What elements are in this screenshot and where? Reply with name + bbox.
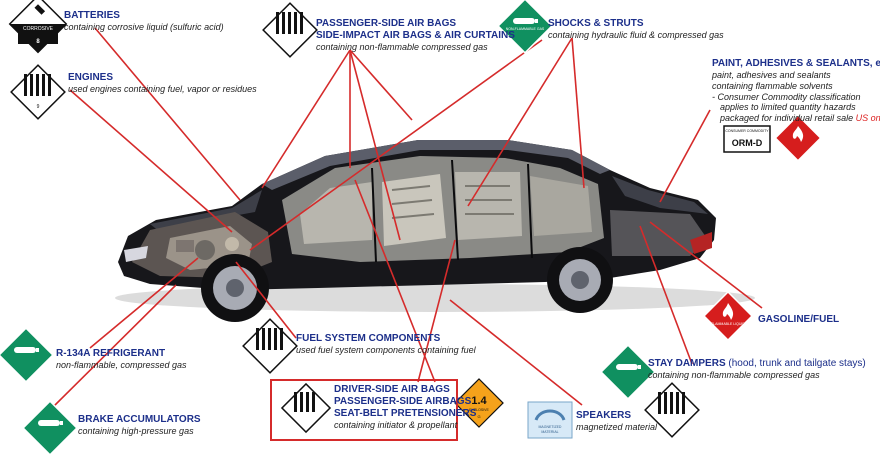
brake-title: BRAKE ACCUMULATORS — [78, 414, 201, 425]
driver-airbags-title-3: SEAT-BELT PRETENSIONERS — [334, 408, 477, 419]
passenger-airbags-title-1: PASSENGER-SIDE AIR BAGS — [316, 18, 457, 29]
callout-driver-airbags: DRIVER-SIDE AIR BAGS PASSENGER-SIDE AIRB… — [334, 384, 476, 431]
class-9-placard-icon-driver-airbags — [280, 382, 332, 434]
callout-engines: ENGINES used engines containing fuel, va… — [68, 72, 257, 95]
paint-us-only: US only — [855, 113, 880, 124]
brake-desc: containing high-pressure gas — [78, 426, 194, 436]
magnet-label-1: MAGNETIZED — [539, 425, 562, 429]
class-9-placard-icon-airbags — [262, 2, 318, 58]
passenger-airbags-desc: containing non-flammable compressed gas — [316, 42, 488, 52]
callout-shocks: SHOCKS & STRUTS containing hydraulic flu… — [548, 18, 724, 41]
engines-desc: used engines containing fuel, vapor or r… — [68, 84, 257, 94]
orm-d-header-text: CONSUMER COMMODITY — [725, 129, 769, 133]
nonflammable-gas-text: NON-FLAMMABLE GAS — [506, 27, 545, 31]
callout-paint: PAINT, ADHESIVES & SEALANTS, etc. paint,… — [712, 58, 880, 124]
class-8-number: 8 — [36, 39, 40, 45]
explosive-group: G — [477, 414, 480, 419]
fuel-system-title: FUEL SYSTEM COMPONENTS — [296, 333, 441, 344]
nonflammable-gas-placard-icon-refrigerant — [0, 327, 54, 383]
explosive-text: EXPLOSIVE — [469, 408, 489, 412]
paint-desc-2: containing flammable solvents — [712, 80, 833, 91]
class-9-number: 9 — [37, 104, 40, 110]
fuel-system-desc: used fuel system components containing f… — [296, 345, 476, 355]
paint-desc-4: applies to limited quantity hazards — [720, 102, 856, 113]
paint-desc-5-row: packaged for individual retail sale US o… — [712, 113, 880, 124]
callout-batteries: BATTERIES containing corrosive liquid (s… — [64, 10, 224, 33]
class-9-placard-icon-fuel-system — [242, 318, 298, 374]
paint-title: PAINT, ADHESIVES & SEALANTS, etc. — [712, 58, 880, 69]
refrigerant-desc: non-flammable, compressed gas — [56, 360, 187, 370]
magnetized-material-label-icon — [527, 401, 573, 439]
speakers-title: SPEAKERS — [576, 410, 632, 421]
flammable-liquid-placard-icon-paint — [774, 114, 822, 162]
stay-dampers-title-row: STAY DAMPERS (hood, trunk and tailgate s… — [648, 358, 866, 370]
explosive-number: 1.4 — [471, 395, 487, 407]
speakers-desc: magnetized material — [576, 422, 658, 432]
batteries-title: BATTERIES — [64, 10, 120, 21]
highlight-box-driver-airbags — [270, 379, 458, 441]
shocks-desc: containing hydraulic fluid & compressed … — [548, 30, 724, 40]
driver-airbags-title-1: DRIVER-SIDE AIR BAGS — [334, 384, 450, 395]
callout-refrigerant: R-134A REFRIGERANT non-flammable, compre… — [56, 348, 187, 371]
engines-title: ENGINES — [68, 72, 114, 83]
orm-d-label-icon — [723, 125, 771, 153]
shocks-title: SHOCKS & STRUTS — [548, 18, 644, 29]
callout-passenger-airbags: PASSENGER-SIDE AIR BAGS SIDE-IMPACT AIR … — [316, 18, 515, 53]
stay-dampers-desc: containing non-flammable compressed gas — [648, 370, 820, 380]
gasoline-title: GASOLINE/FUEL — [758, 314, 840, 325]
callout-fuel-system: FUEL SYSTEM COMPONENTS used fuel system … — [296, 333, 476, 356]
callout-speakers: SPEAKERS magnetized material — [576, 410, 657, 433]
corrosive-placard-text: CORROSIVE — [23, 26, 54, 32]
callout-stay-dampers: STAY DAMPERS (hood, trunk and tailgate s… — [648, 358, 866, 381]
batteries-desc: containing corrosive liquid (sulfuric ac… — [64, 22, 224, 32]
callout-gasoline: GASOLINE/FUEL — [758, 314, 839, 326]
stay-dampers-title: STAY DAMPERS — [648, 358, 726, 369]
nonflammable-gas-placard-icon-brake — [22, 400, 78, 455]
magnet-label-2: MATERIAL — [541, 430, 558, 434]
class-9-placard-icon-engines — [10, 64, 66, 120]
explosive-1-4-placard-icon — [454, 378, 504, 428]
corrosive-placard-icon — [8, 0, 68, 54]
class-9-placard-icon-speakers — [644, 382, 700, 438]
nonflammable-gas-placard-icon-shocks — [497, 0, 553, 54]
flammable-liquid-text: FLAMMABLE LIQUID — [711, 322, 745, 326]
driver-airbags-desc: containing initiator & propellant — [334, 420, 458, 430]
paint-desc-5: packaged for individual retail sale — [720, 113, 854, 124]
leader-lines — [49, 27, 763, 411]
passenger-airbags-title-2: SIDE-IMPACT AIR BAGS & AIR CURTAINS — [316, 30, 515, 41]
stay-dampers-suffix: (hood, trunk and tailgate stays) — [728, 358, 866, 369]
paint-desc-3: - Consumer Commodity classification — [712, 91, 861, 102]
flammable-liquid-placard-icon-gasoline — [702, 290, 754, 342]
callout-brake: BRAKE ACCUMULATORS containing high-press… — [78, 414, 201, 437]
refrigerant-title: R-134A REFRIGERANT — [56, 348, 166, 359]
car-cutaway-illustration — [115, 140, 755, 322]
driver-airbags-title-2: PASSENGER-SIDE AIRBAGS — [334, 396, 472, 407]
nonflammable-gas-placard-icon-stay-dampers — [600, 344, 656, 400]
orm-d-text: ORM-D — [732, 138, 763, 148]
paint-desc-1: paint, adhesives and sealants — [712, 70, 831, 80]
